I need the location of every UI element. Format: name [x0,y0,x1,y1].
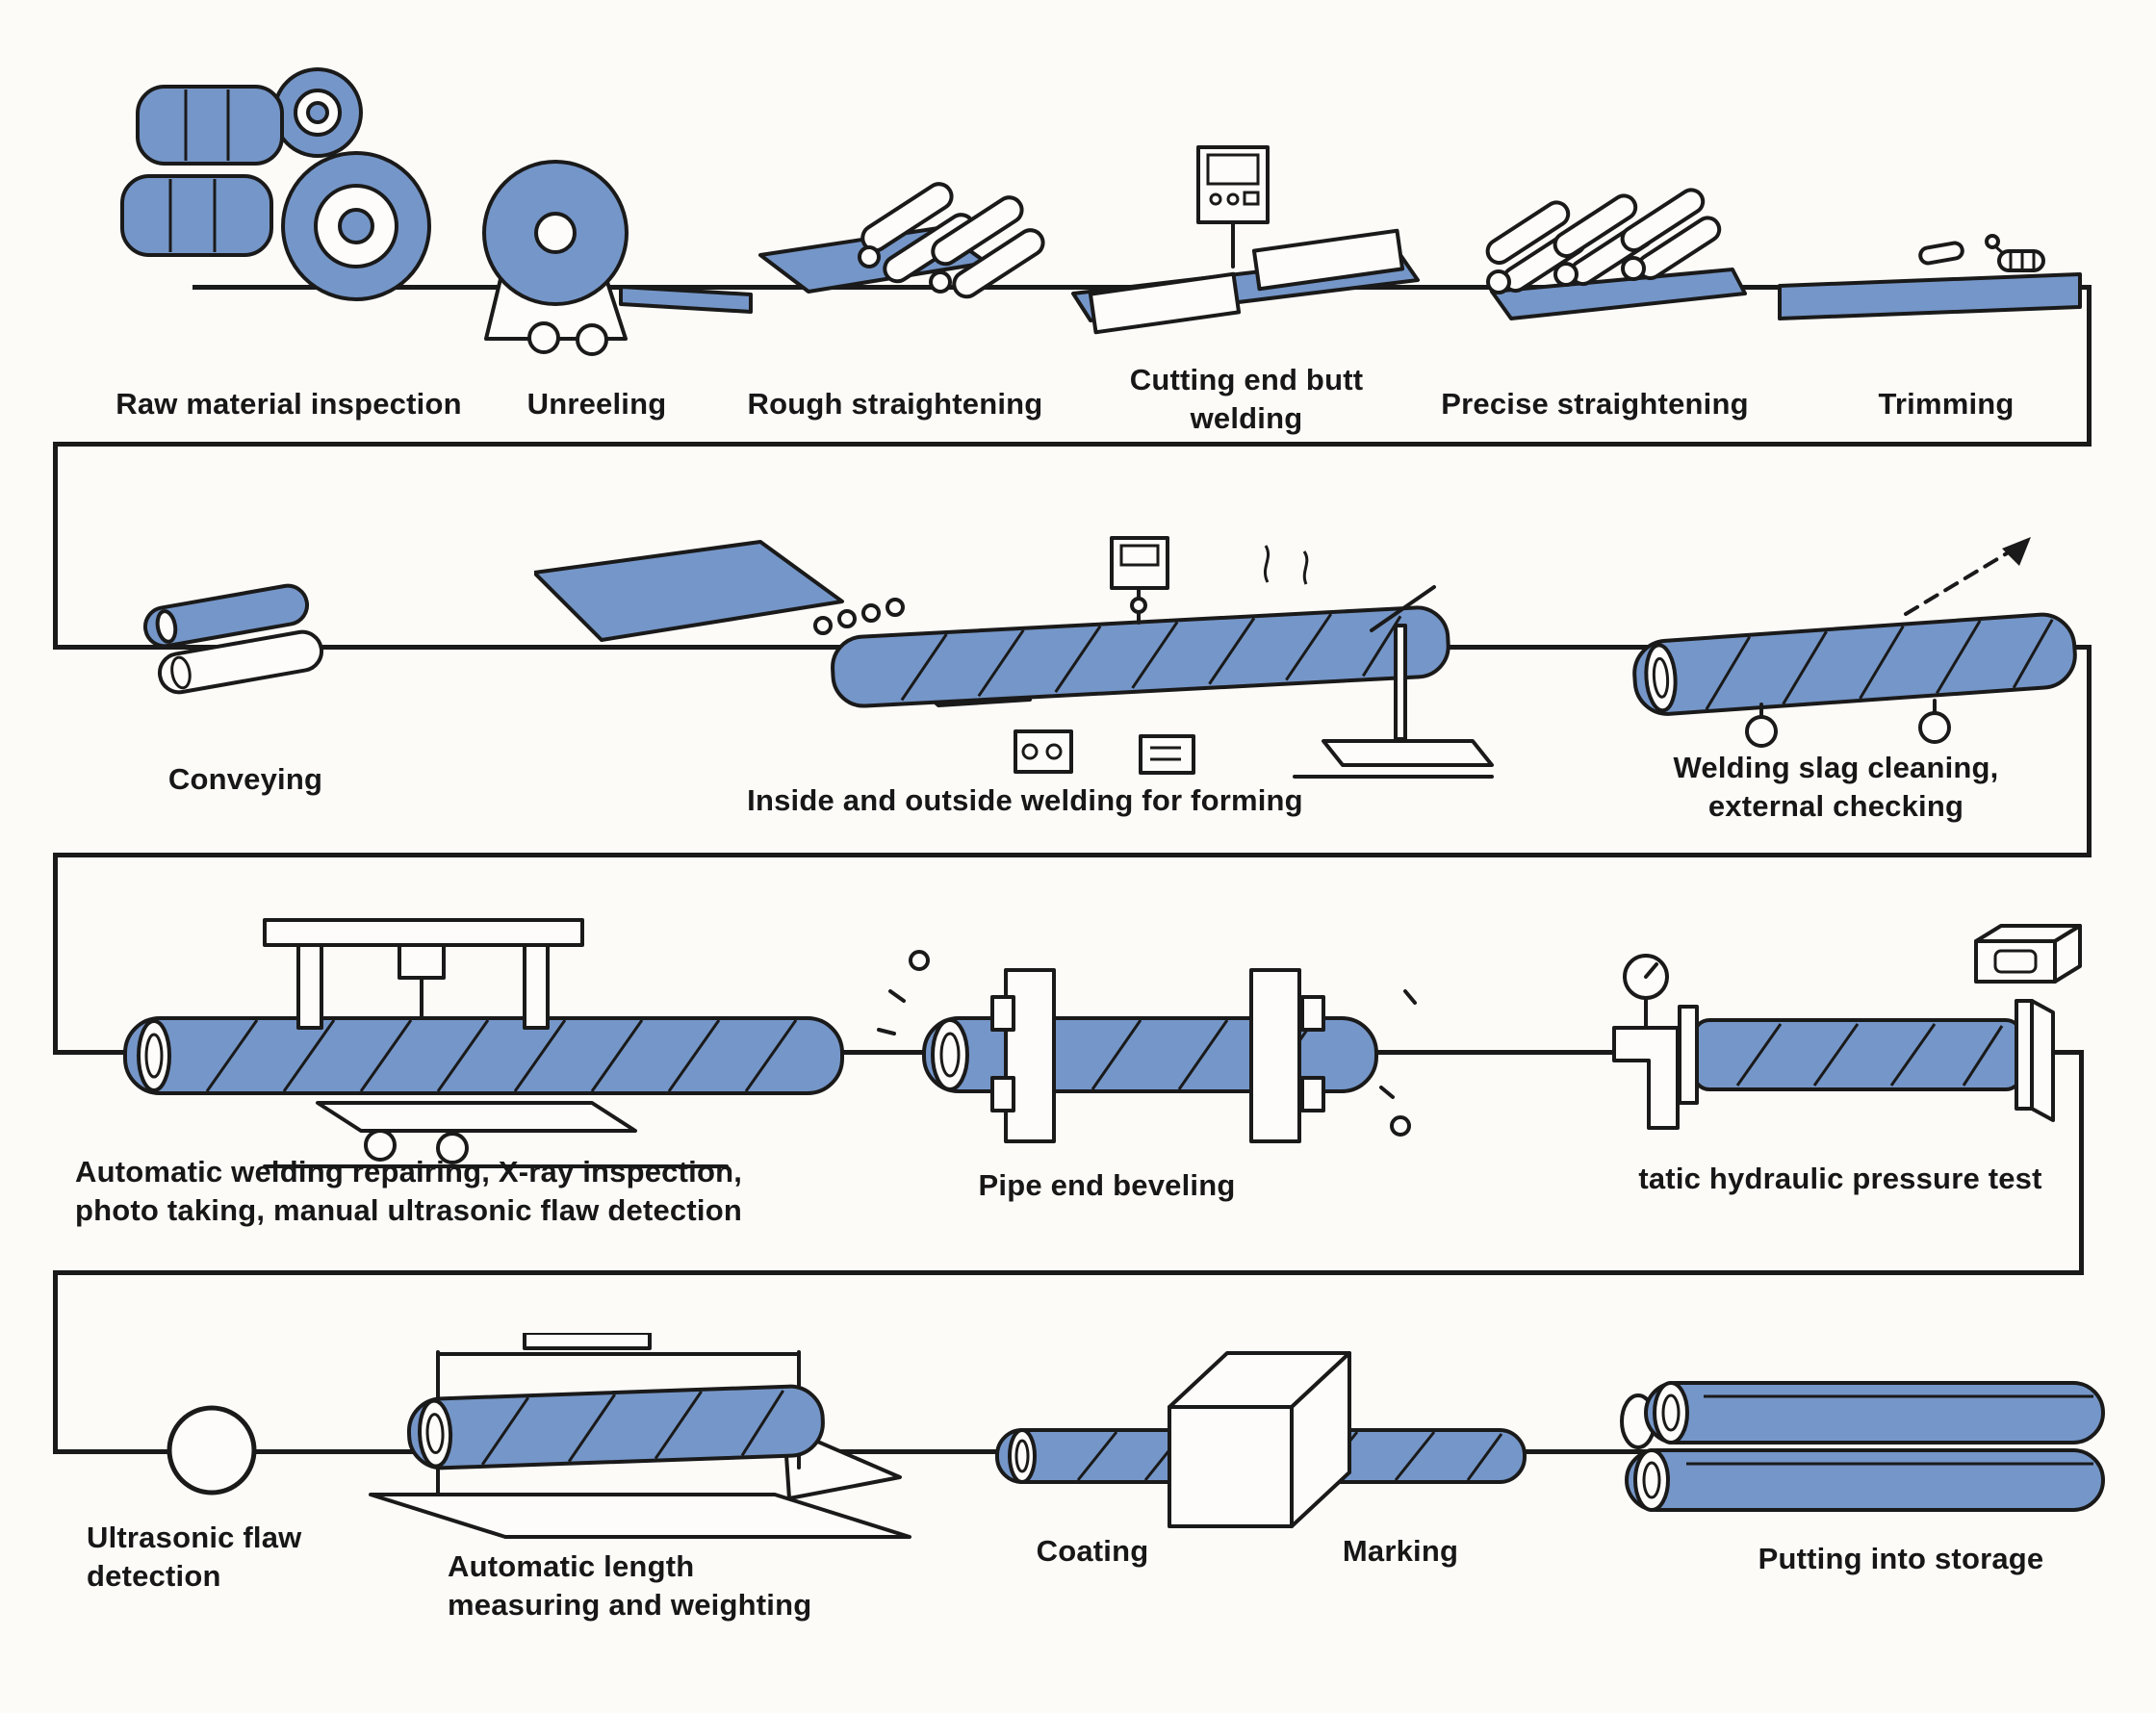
step-ultrasonic-flaw-detection [159,1397,265,1508]
coating-marking-box-icon [995,1351,1527,1528]
label-putting-into-storage: Putting into storage [1758,1542,2044,1575]
label-marking: Marking [1342,1534,1459,1568]
flow-line-left-drop-3 [53,1270,58,1454]
label-raw-material-inspection: Raw material inspection [116,387,462,421]
label-pipe-end-beveling: Pipe end beveling [978,1168,1236,1202]
steel-coils-icon [120,67,431,301]
label-welding-slag-cleaning: Welding slag cleaning, external checking [1673,751,1999,824]
label-ultrasonic-flaw-detection: Ultrasonic flaw detection [87,1521,302,1594]
precise-straightening-rollers-icon [1485,188,1747,320]
step-precise-straightening [1439,178,1747,366]
step-rough-straightening [756,168,1064,356]
xray-gantry-pipe-icon [123,918,844,1168]
conveying-pipes-icon [142,583,324,695]
flow-line-right-drop-3 [2079,1050,2084,1275]
flow-line-left-drop-1 [53,442,58,650]
label-rough-straightening: Rough straightening [747,387,1043,421]
label-cutting-end-butt-welding: Cutting end butt welding [1129,363,1364,436]
label-length-measuring-weighting: Automatic length measuring and weighting [448,1549,812,1623]
trimming-strip-icon [1778,234,2082,320]
step-welding-slag-cleaning [1617,529,2098,755]
step-conveying [130,568,342,736]
pipe-end-beveling-icon [877,950,1417,1143]
label-conveying: Conveying [167,762,323,796]
step-welding-repair-xray [111,914,881,1189]
step-pipe-end-beveling [861,933,1439,1179]
label-welding-repair-xray: Automatic welding repairing, X-ray inspe… [75,1155,743,1228]
flow-line-right-drop-1 [2087,285,2092,447]
step-coating-marking [991,1338,1530,1583]
label-precise-straightening: Precise straightening [1441,387,1749,421]
label-inside-outside-welding: Inside and outside welding for forming [747,783,1303,817]
step-hydraulic-pressure-test [1593,924,2132,1179]
length-measuring-platform-icon [369,1331,911,1539]
label-hydraulic-pressure-test: tatic hydraulic pressure test [1638,1162,2042,1195]
label-unreeling: Unreeling [526,387,667,421]
label-coating: Coating [1036,1534,1149,1568]
rough-straightening-rollers-icon [758,182,1045,299]
flow-line-return-2 [53,853,2092,857]
step-inside-outside-welding-forming [532,534,1497,808]
flow-line-return-3 [53,1270,2084,1275]
slag-cleaning-pipe-icon [1632,537,2077,748]
step-cutting-end-butt-welding [1064,140,1429,423]
cutting-welding-machine-icon [1071,145,1420,335]
label-trimming: Trimming [1878,387,2015,421]
unreeling-coil-icon [482,160,753,356]
step-trimming [1776,226,2084,366]
flow-line-return-1 [53,442,2092,447]
step-unreeling [448,144,756,361]
step-raw-material-inspection [111,53,457,346]
stacked-pipes-icon [1620,1381,2105,1512]
flow-line-right-drop-2 [2087,645,2092,857]
flow-line-left-drop-2 [53,853,58,1055]
hydraulic-pressure-test-icon [1612,924,2082,1130]
spiral-forming-line-icon [532,536,1494,779]
step-putting-into-storage [1598,1362,2137,1559]
step-length-measuring-weighting [346,1331,962,1569]
ultrasonic-probe-circle-icon [167,1405,257,1496]
